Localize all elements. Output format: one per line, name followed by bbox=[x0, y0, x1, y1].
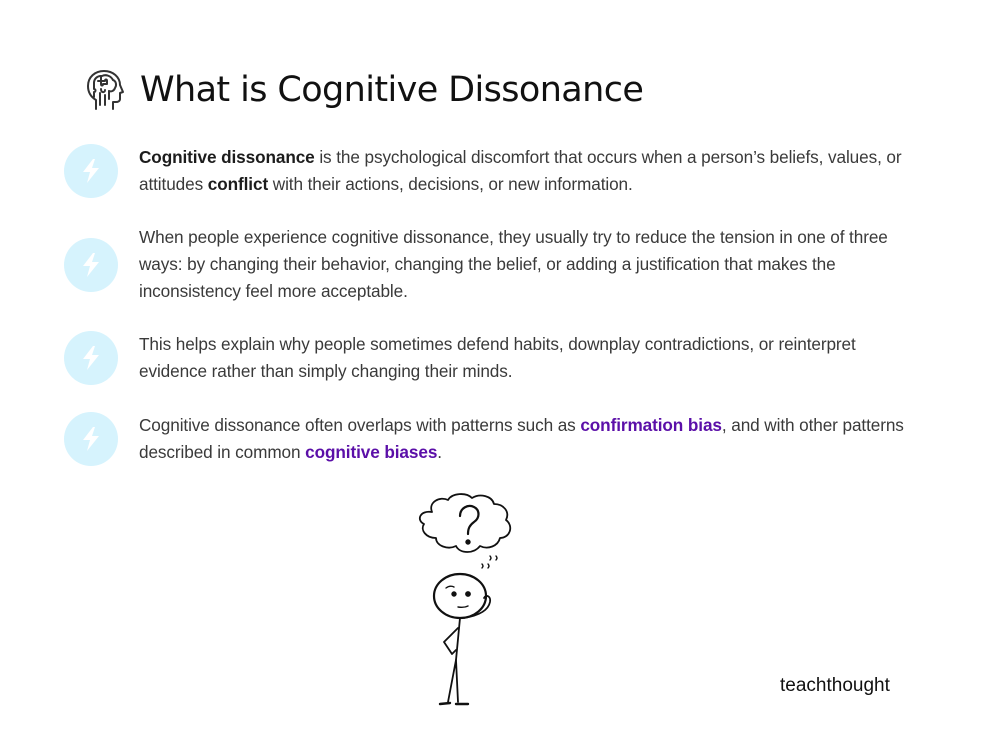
paragraph-explanation: This helps explain why people sometimes … bbox=[139, 334, 856, 381]
question-mark-icon bbox=[458, 504, 480, 536]
page-title: What is Cognitive Dissonance bbox=[140, 70, 644, 110]
page-header: What is Cognitive Dissonance bbox=[86, 66, 644, 114]
term-conflict: conflict bbox=[207, 174, 269, 194]
thought-cloud bbox=[418, 493, 512, 553]
brand-wordmark: teachthought bbox=[780, 675, 890, 696]
head bbox=[432, 572, 488, 620]
lightning-bolt-icon bbox=[64, 238, 118, 292]
paragraph-definition: Cognitive dissonance is the psychologica… bbox=[139, 147, 902, 194]
lightning-bolt-icon bbox=[64, 412, 118, 466]
link-cognitive-biases[interactable]: cognitive biases bbox=[305, 442, 438, 462]
paragraph-related-biases: Cognitive dissonance often overlaps with… bbox=[139, 415, 904, 462]
lightning-bolt-icon bbox=[64, 331, 118, 385]
confused-stick-figure-illustration bbox=[410, 490, 530, 710]
link-confirmation-bias[interactable]: confirmation bias bbox=[580, 415, 722, 435]
lightning-bolt-icon bbox=[64, 144, 118, 198]
brain-puzzle-head-icon bbox=[86, 69, 126, 111]
paragraph-reduction-strategies: When people experience cognitive dissona… bbox=[139, 227, 888, 301]
term-cognitive-dissonance: Cognitive dissonance bbox=[139, 147, 315, 167]
